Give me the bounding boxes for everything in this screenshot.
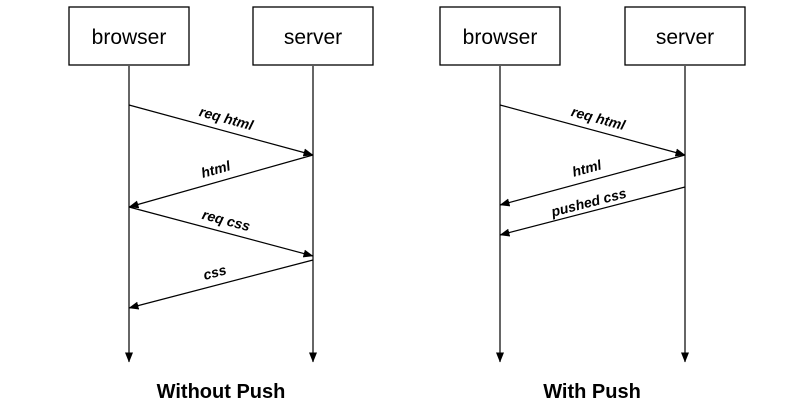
participant-browser-box: browser bbox=[439, 6, 561, 66]
participant-browser-box: browser bbox=[68, 6, 190, 66]
participant-browser-label: browser bbox=[92, 26, 167, 49]
diagram-caption: With Push bbox=[543, 381, 641, 402]
message-label: req html bbox=[570, 103, 629, 133]
participant-browser-label: browser bbox=[463, 26, 538, 49]
message-arrow: req html bbox=[128, 103, 314, 157]
message-label: req css bbox=[201, 206, 253, 234]
message-arrow: html bbox=[128, 154, 314, 209]
diagram-without-push: browser server req html html req css css… bbox=[68, 6, 374, 402]
message-arrow: html bbox=[499, 154, 686, 207]
message-arrow: req html bbox=[499, 103, 686, 157]
participant-server-label: server bbox=[656, 26, 714, 49]
message-label: pushed css bbox=[548, 185, 628, 220]
diagram-caption: Without Push bbox=[157, 381, 286, 402]
diagram-with-push: browser server req html html pushed css … bbox=[439, 6, 746, 402]
message-arrow: pushed css bbox=[499, 185, 686, 237]
participant-server-label: server bbox=[284, 26, 342, 49]
message-label: req html bbox=[198, 103, 257, 133]
participant-server-box: server bbox=[252, 6, 374, 66]
message-label: css bbox=[201, 261, 228, 282]
message-arrow: req css bbox=[128, 206, 314, 258]
message-label: html bbox=[199, 157, 233, 181]
message-arrow: css bbox=[128, 259, 314, 310]
message-label: html bbox=[570, 156, 604, 179]
participant-server-box: server bbox=[624, 6, 746, 66]
